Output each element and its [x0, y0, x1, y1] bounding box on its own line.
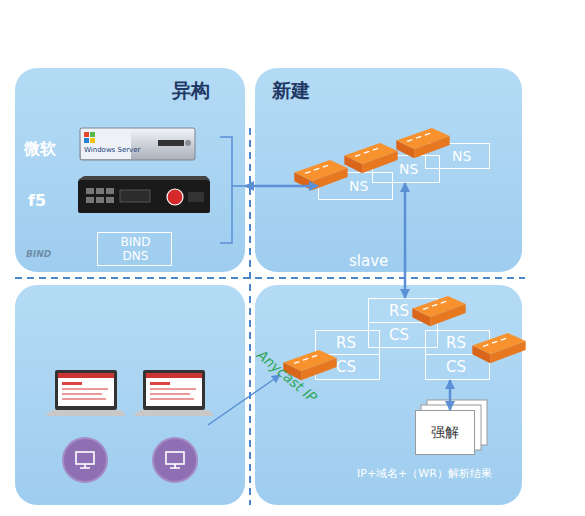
- node-text: NS: [399, 161, 418, 177]
- dns-box: BIND DNS: [97, 232, 172, 266]
- region-panel: 异构 BIND DNS: [15, 68, 245, 272]
- server-pair-box: RSCS: [368, 298, 438, 348]
- ns-box: NS: [372, 155, 440, 183]
- node-text: NS: [349, 178, 368, 194]
- side-label: 微软: [24, 139, 56, 160]
- laptop-icon: [46, 370, 126, 416]
- region-panel: IP+域名+（WR）解析结果RSCSRSCSRSCS强解: [255, 285, 522, 505]
- node-text: 异构: [172, 78, 210, 104]
- node-text: RS: [426, 331, 489, 355]
- node-text: RS: [316, 331, 379, 355]
- region-panel: 新建 NS NS NS: [255, 68, 522, 272]
- divider-line: [249, 128, 251, 505]
- terminal-icon: [63, 438, 107, 482]
- node-subtext: CS: [426, 355, 489, 379]
- watermark: BIND: [26, 249, 51, 259]
- node-subtext: CS: [316, 355, 379, 379]
- ns-box: NS: [425, 143, 490, 169]
- laptop-icon: [134, 370, 214, 416]
- node-text: BIND DNS: [113, 235, 158, 263]
- node-text: RS: [369, 299, 437, 323]
- ns-box: NS: [318, 172, 393, 200]
- node-text: NS: [452, 148, 471, 164]
- server-pair-box: RSCS: [315, 330, 380, 380]
- logo-text: Windows Server: [84, 146, 140, 154]
- node-text: 新建: [272, 78, 310, 104]
- client-panel: [15, 285, 245, 505]
- edge-label: slave: [349, 252, 388, 270]
- terminal-icon: [153, 438, 197, 482]
- node-text: IP+域名+（WR）解析结果: [357, 466, 492, 481]
- divider-line: [15, 277, 525, 279]
- document-box: 强解: [415, 410, 475, 455]
- side-label: f5: [28, 191, 46, 210]
- server-pair-box: RSCS: [425, 330, 490, 380]
- node-text: 强解: [416, 411, 474, 454]
